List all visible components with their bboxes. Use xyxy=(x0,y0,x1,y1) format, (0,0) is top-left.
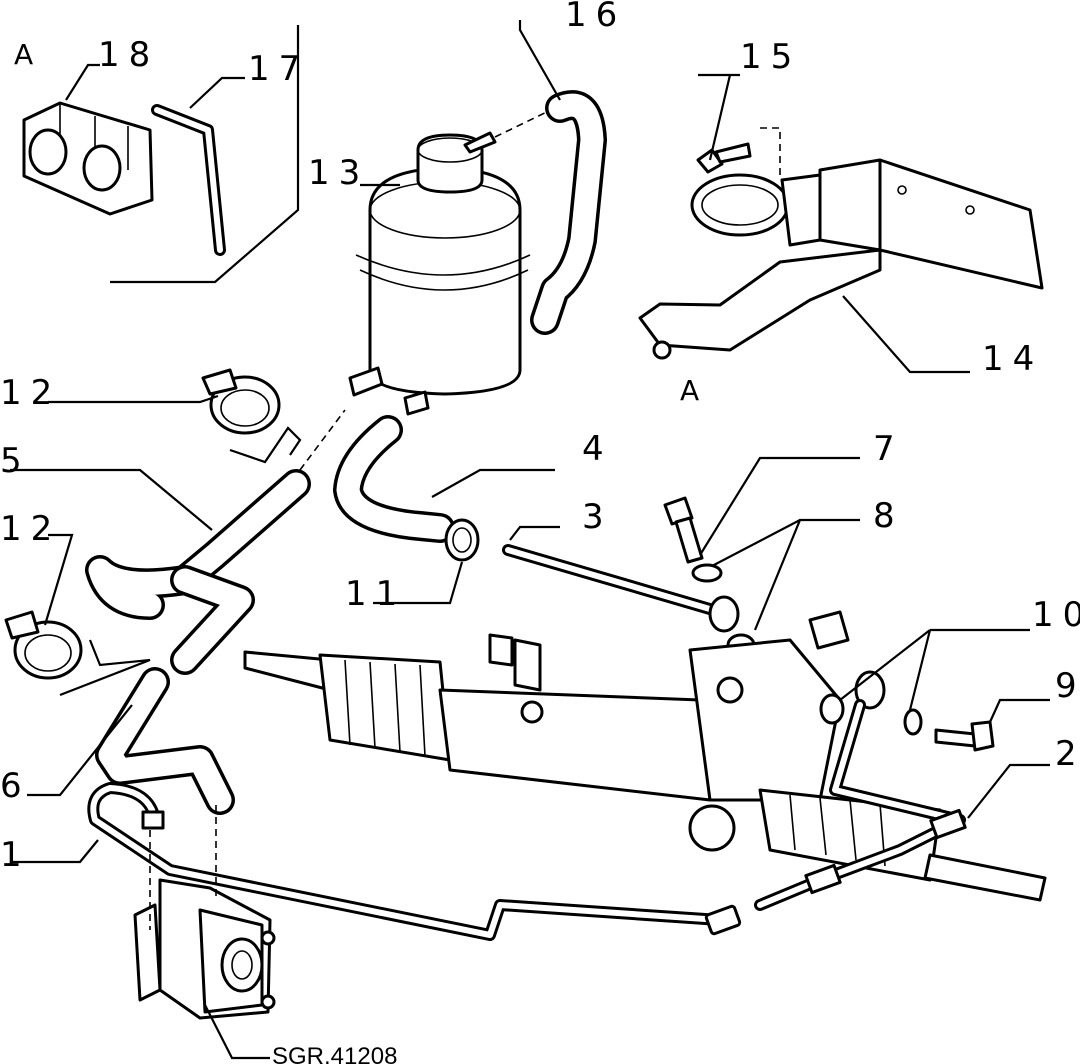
pressure-pipe-part-2 xyxy=(754,699,967,911)
supply-hose-part-4 xyxy=(333,415,455,543)
seal-part-10-right xyxy=(903,708,923,736)
drawing-reference: SGR.41208 xyxy=(272,1043,397,1064)
banjo-bolt-part-7 xyxy=(663,496,704,564)
return-hose-part-16 xyxy=(530,90,607,335)
rod-part-17 xyxy=(151,104,226,256)
hose-clamp-part-12-upper xyxy=(201,368,281,435)
guide-line-5 xyxy=(299,409,346,471)
callout-16: 16 xyxy=(565,0,626,35)
seal-part-10-left xyxy=(819,693,845,725)
detail-inset-a: A xyxy=(14,25,300,284)
callout-18: 18 xyxy=(98,35,159,75)
pressure-pipe-part-1 xyxy=(87,782,742,941)
callout-2: 2 xyxy=(1055,734,1080,774)
inset-label: A xyxy=(14,38,33,71)
callout-14: 14 xyxy=(982,339,1043,379)
callout-12-upper: 12 xyxy=(0,373,61,413)
callout-9: 9 xyxy=(1055,666,1080,706)
callout-11: 11 xyxy=(345,574,406,614)
callout-13: 13 xyxy=(308,153,369,193)
break-mark-lower xyxy=(59,639,151,697)
bracket-detail-label: A xyxy=(680,374,699,407)
leader-lines xyxy=(10,20,1050,1060)
power-steering-pump xyxy=(133,878,276,1020)
hose-part-6 xyxy=(95,667,235,815)
banjo-bolt-part-9 xyxy=(934,720,995,752)
callout-1: 1 xyxy=(0,835,31,875)
hose-part-5 xyxy=(85,469,311,675)
pipe-part-3 xyxy=(502,544,740,633)
hose-clip-part-18 xyxy=(22,101,154,216)
guide-line-15 xyxy=(760,127,781,175)
steering-rack xyxy=(243,610,1047,902)
callout-5: 5 xyxy=(0,441,31,481)
callout-17: 17 xyxy=(248,49,309,89)
reservoir-bracket-part-14 xyxy=(638,158,1044,360)
callout-6: 6 xyxy=(0,766,31,806)
callout-15: 15 xyxy=(740,37,801,77)
bolt-part-15 xyxy=(696,142,752,174)
hose-clip-part-11 xyxy=(444,518,480,562)
callout-12-lower: 12 xyxy=(0,509,61,549)
break-mark-upper xyxy=(229,426,302,464)
inset-border xyxy=(110,25,300,284)
callout-4: 4 xyxy=(582,429,613,469)
callout-3: 3 xyxy=(582,497,613,537)
callout-7: 7 xyxy=(873,429,904,469)
callout-8: 8 xyxy=(873,496,904,536)
hose-clamp-part-12-lower xyxy=(4,610,83,680)
fluid-reservoir-part-13 xyxy=(348,131,531,416)
callout-10: 10 xyxy=(1032,595,1080,635)
sealing-washer-part-8-upper xyxy=(691,563,723,583)
